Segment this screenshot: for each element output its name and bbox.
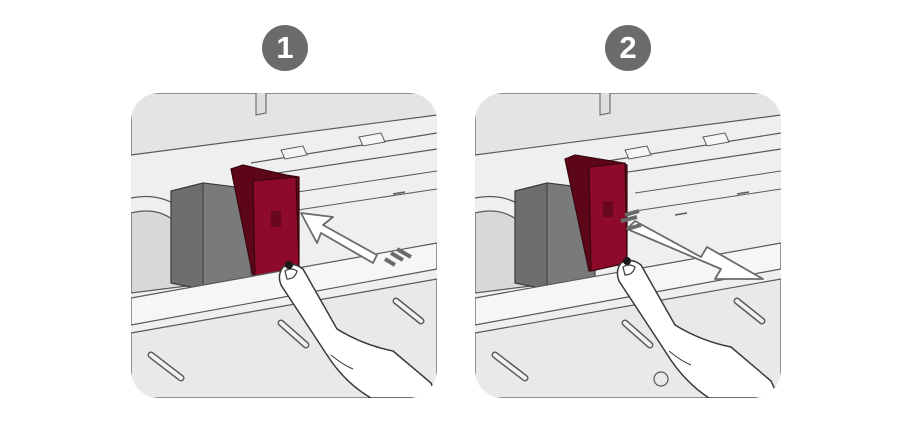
slot-mark <box>392 191 406 195</box>
finger-icon <box>616 257 780 398</box>
finger-crease <box>330 354 354 370</box>
finger-crease <box>668 350 692 366</box>
release-button <box>623 257 631 265</box>
carriage-top-frame <box>131 93 437 156</box>
printer-carriage-illustration-2 <box>475 93 781 398</box>
printer-carriage-illustration-1 <box>131 93 437 398</box>
frame-post <box>599 93 611 116</box>
frame-post <box>255 93 267 116</box>
rail-line <box>634 188 781 212</box>
rail-line <box>290 188 437 212</box>
step-number-badge-1: 1 <box>262 25 308 71</box>
step-number-badge-2: 2 <box>605 25 651 71</box>
rail-line <box>594 132 781 164</box>
tray-rib <box>394 299 423 323</box>
cartridge-grip <box>603 201 613 217</box>
rail-line <box>250 148 437 178</box>
tray-rib <box>735 299 764 323</box>
rail-tab <box>358 132 386 147</box>
tray-knob <box>653 371 669 387</box>
fingernail <box>284 268 298 280</box>
tray-rib <box>623 321 652 347</box>
rail-tab <box>280 145 308 160</box>
arrow-pull-out-icon <box>620 209 764 280</box>
slot-mark <box>674 212 688 216</box>
release-button <box>285 261 293 269</box>
step-2-illustration <box>475 93 781 398</box>
tray-rib <box>279 321 308 347</box>
carriage-top-frame <box>475 93 781 156</box>
arrow-push-in-icon <box>300 212 412 267</box>
rail-line <box>634 170 781 194</box>
motion-lines <box>383 247 412 267</box>
step-1-illustration <box>131 93 437 398</box>
rail-tab <box>624 145 652 160</box>
rail-line <box>290 170 437 194</box>
motion-lines <box>620 209 642 231</box>
slot-mark <box>736 191 750 195</box>
tray-rib <box>149 353 183 380</box>
fingernail <box>622 264 636 276</box>
tray-rib <box>493 353 527 380</box>
cartridge-grip <box>271 211 281 227</box>
rail-tab <box>702 132 730 147</box>
rail-line <box>250 132 437 164</box>
